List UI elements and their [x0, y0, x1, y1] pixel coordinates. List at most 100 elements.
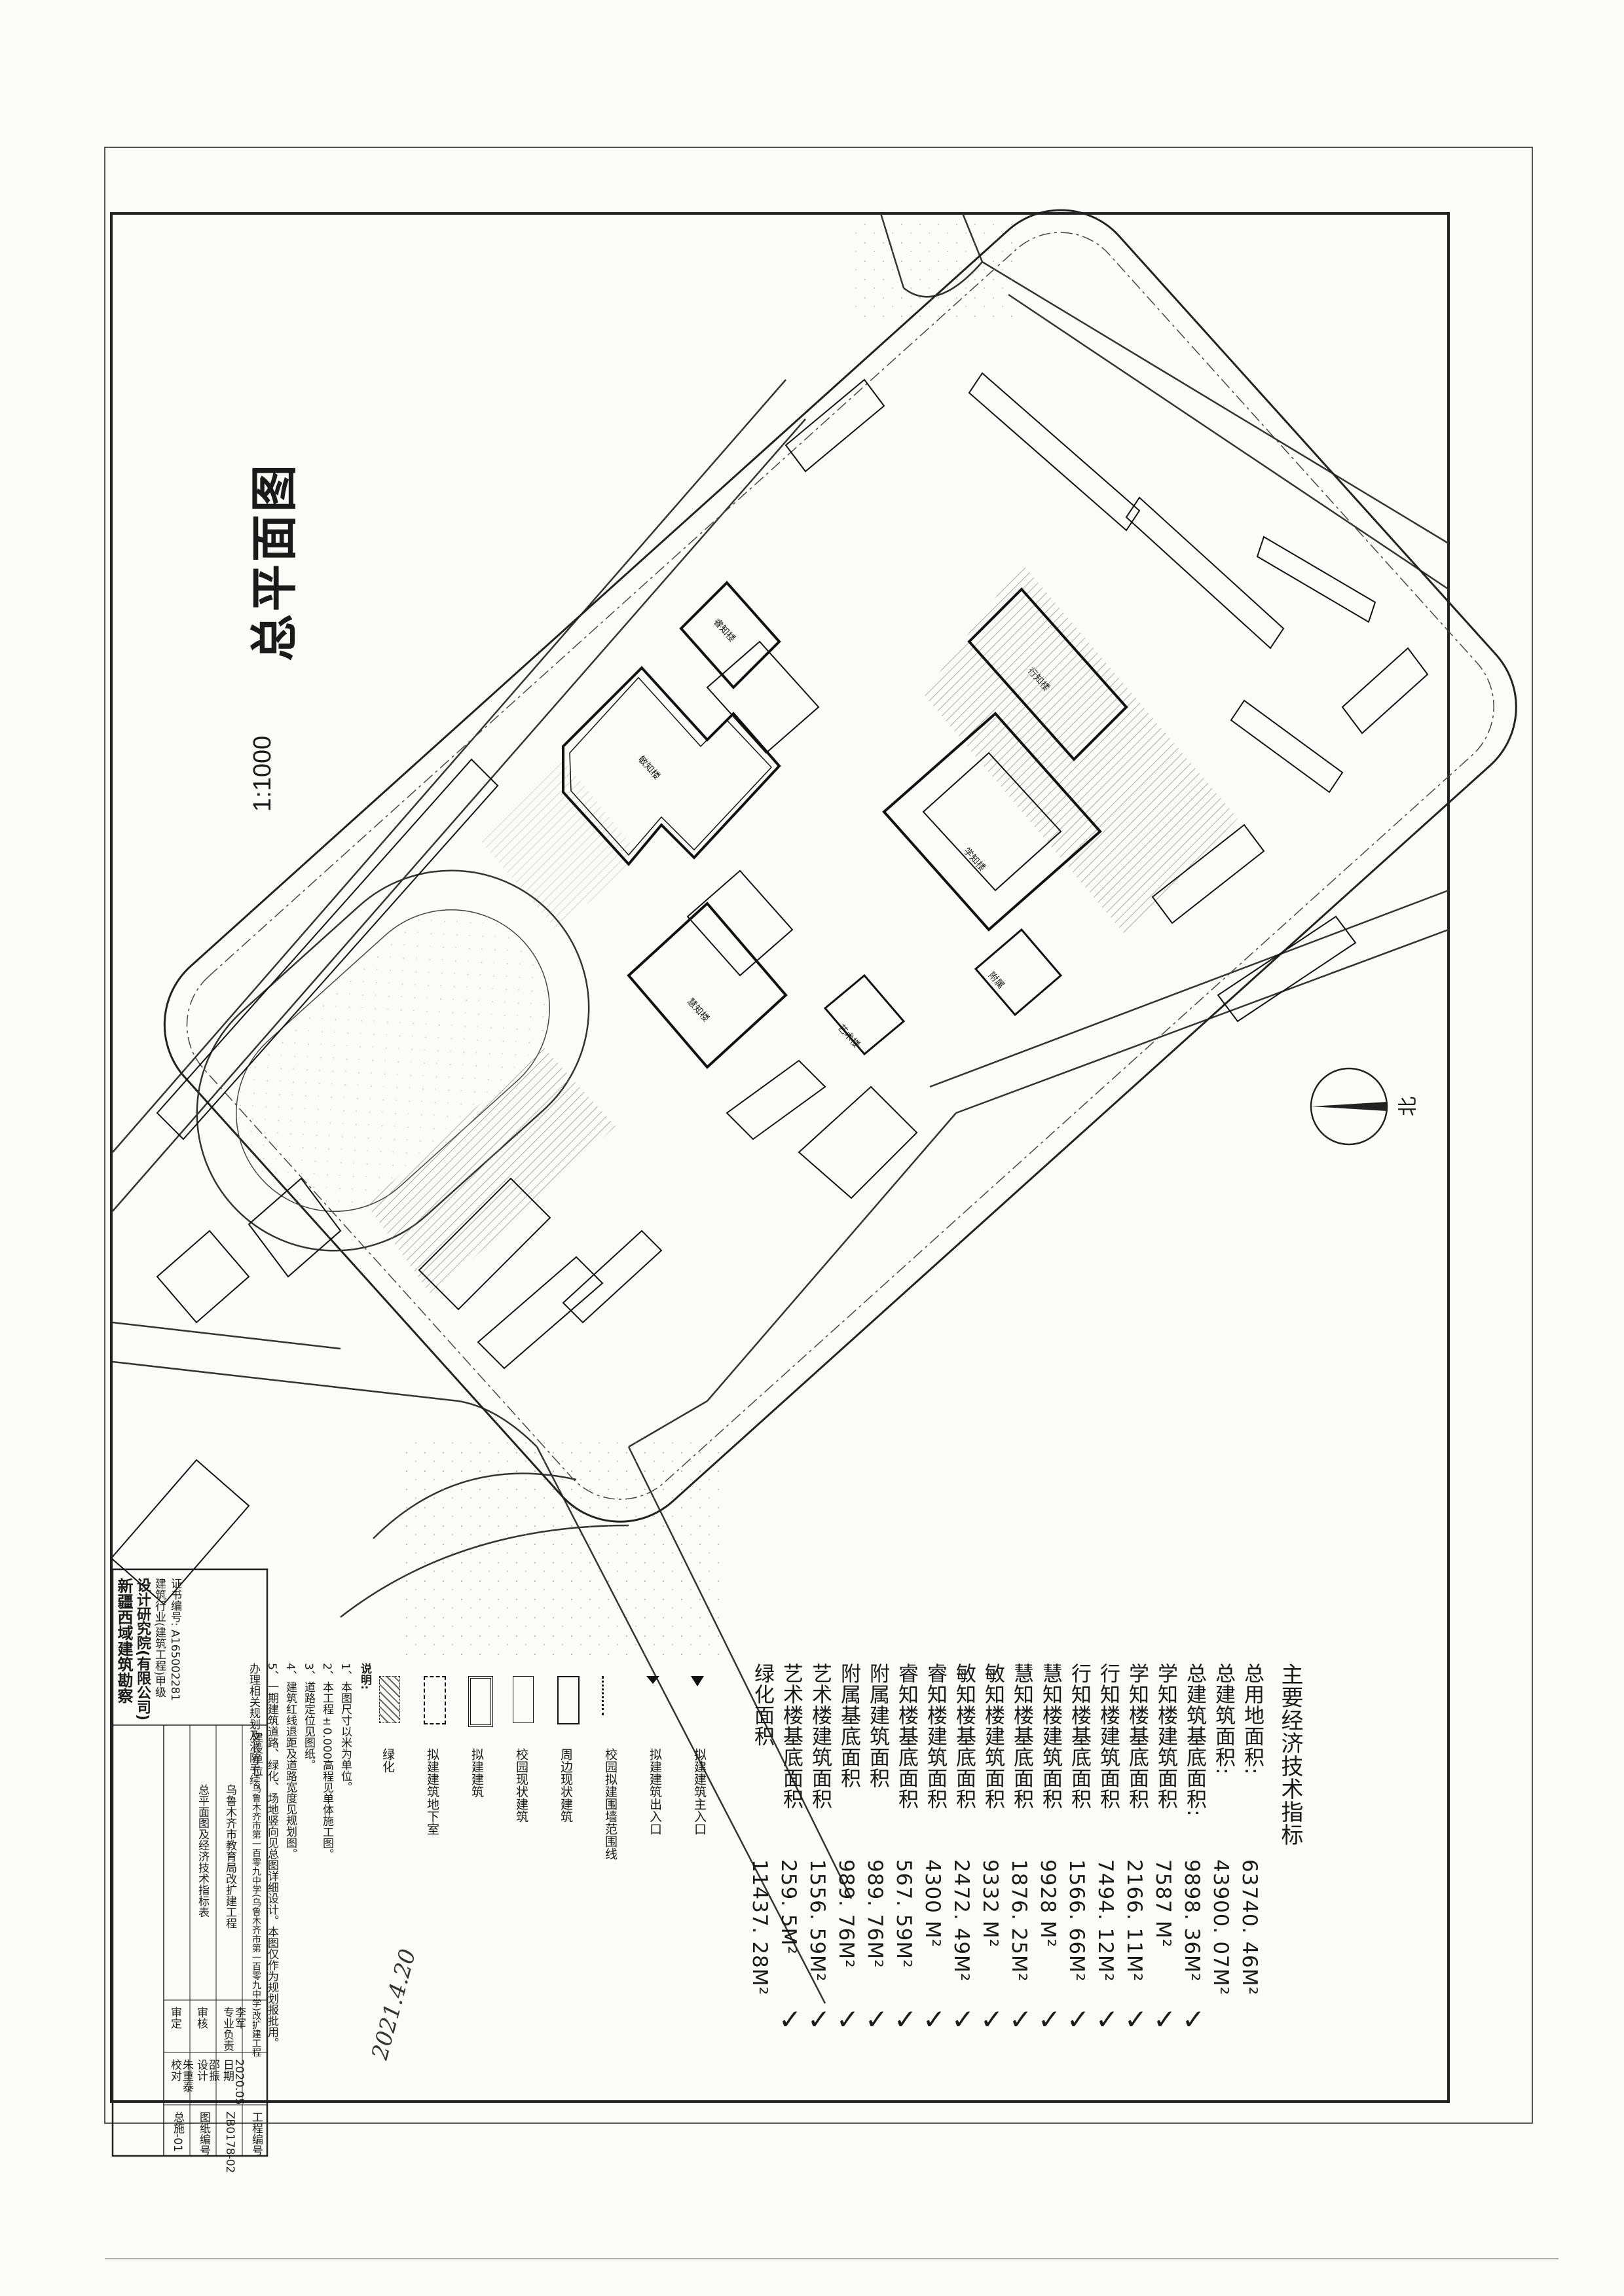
sheet-outer-frame: [104, 147, 1533, 2124]
legend-symbol-icon: [424, 1676, 446, 1724]
stats-line: 学知楼建筑面积: [1154, 1663, 1177, 1810]
title-block-grid: [111, 1568, 268, 2157]
checkmark-icon: ✓: [1062, 2003, 1094, 2036]
sheet-no: 总施-01: [171, 2111, 184, 2152]
checkmark-icon: ✓: [1033, 2003, 1065, 2036]
title-field-label: 校对: [168, 2059, 181, 2081]
note-line: 办理相关规划及消防手续。: [247, 1663, 260, 1796]
stats-value: 7587 M²: [1151, 1859, 1175, 1948]
project-label: 建设单位: [249, 1732, 263, 1776]
project-no: ZB0178-02: [223, 2111, 236, 2174]
note-line: 2、本工程±0.000高程见单体施工图。: [320, 1663, 333, 1860]
legend-label: 绿化: [380, 1748, 395, 1773]
stats-line: 睿知楼基底面积: [895, 1663, 918, 1810]
legend-symbol-icon: [557, 1676, 580, 1724]
drawing-scale: 1:1000: [249, 735, 276, 812]
license-line-1: 建筑行业(建筑工程)甲级: [153, 1578, 166, 1698]
company-name: 新疆西域建筑勘察: [115, 1578, 133, 1704]
stats-line: 敏知楼基底面积: [952, 1663, 976, 1810]
title-block: 新疆西域建筑勘察 设计研究院(有限公司) 建筑行业(建筑工程)甲级 证书编号: …: [111, 1568, 674, 2173]
sheet-no-label: 图纸编号: [197, 2111, 210, 2156]
project-sub: 乌鲁木齐市教育局改扩建工程: [223, 1784, 236, 1929]
stats-value: 4300 M²: [921, 1859, 944, 1948]
title-field-value: 李军: [232, 2007, 246, 2029]
stats-value: 989. 76M²: [863, 1859, 887, 1969]
stats-line: 总用地面积:: [1240, 1663, 1264, 1776]
checkmark-icon: ✓: [803, 2003, 835, 2036]
north-arrow: [1310, 1067, 1388, 1146]
legend-symbol-icon: [602, 1676, 605, 1715]
checkmark-icon: ✓: [860, 2003, 893, 2036]
drawing-title: 总平面图: [246, 462, 302, 661]
title-field-label: 审核: [194, 2007, 208, 2029]
stats-value: 9928 M²: [1036, 1859, 1060, 1948]
notes-heading: 说明:: [358, 1663, 371, 1690]
checkmark-icon: ✓: [774, 2003, 806, 2036]
checkmark-icon: ✓: [1149, 2003, 1181, 2036]
stats-value: 989. 76M²: [834, 1859, 858, 1969]
legend-symbol-icon: [379, 1676, 400, 1723]
stats-value: 43900. 07M²: [1209, 1859, 1232, 1995]
note-line: 4、建筑红线退距及道路宽度见规划图。: [284, 1663, 297, 1859]
stats-line: 学知楼基底面积: [1125, 1663, 1149, 1810]
campus-boundary: [163, 209, 1517, 1523]
stats-value: 2166. 11M²: [1122, 1859, 1146, 1982]
title-field-label: 日期: [221, 2059, 234, 2081]
checkmark-icon: ✓: [889, 2003, 921, 2036]
green-areas: [367, 563, 1238, 1296]
checkmark-icon: ✓: [918, 2003, 950, 2036]
stats-line: 慧知楼基底面积: [1010, 1663, 1033, 1810]
legend-label: 拟建建筑地下室: [425, 1748, 439, 1835]
stats-value: 259. 5M²: [777, 1859, 800, 1955]
legend-symbol-icon: [468, 1676, 493, 1727]
stats-value: 2472. 49M²: [950, 1859, 973, 1982]
stats-value: 7494. 12M²: [1094, 1859, 1117, 1982]
drawing-frame: [110, 212, 1450, 2103]
legend-symbol-icon: [691, 1676, 704, 1686]
title-field-value: 朱重泰: [180, 2059, 193, 2092]
checkmark-icon: ✓: [1091, 2003, 1123, 2036]
title-field-value: 2020.05: [232, 2059, 246, 2105]
legend-label: 拟建建筑主入口: [692, 1748, 707, 1835]
license-line-2: 证书编号: A165002281: [168, 1578, 181, 1702]
stats-value: 9898. 36M²: [1180, 1859, 1204, 1982]
stats-value: 9332 M²: [978, 1859, 1002, 1948]
title-field-label: 设计: [194, 2059, 208, 2081]
note-line: 5、一期建筑道路、绿化、场地竖向见总图详细设计。本图仅作为规划报批用。: [265, 1663, 278, 2049]
checkmark-icon: ✓: [1177, 2003, 1209, 2036]
checkmark-icon: ✓: [976, 2003, 1008, 2036]
legend-label: 拟建建筑: [470, 1748, 484, 1798]
checkmark-icon: ✓: [1005, 2003, 1037, 2036]
stats-line: 附属建筑面积: [866, 1663, 889, 1789]
legend-label: 校园现状建筑: [514, 1748, 528, 1823]
stats-line: 行知楼建筑面积: [1096, 1663, 1120, 1810]
stats-line: 行知楼基底面积: [1067, 1663, 1091, 1810]
title-field-label: 审定: [168, 2007, 181, 2029]
stats-value: 1566. 66M²: [1065, 1859, 1088, 1982]
note-line: 1、本图尺寸以米为单位。: [339, 1663, 352, 1793]
stats-line: 总建筑基底面积:: [1183, 1663, 1206, 1817]
north-label: 北: [1397, 1097, 1420, 1116]
buildings: [110, 372, 1429, 1605]
stats-value: 567. 59M²: [892, 1859, 915, 1969]
stats-line: 总建筑面积:: [1211, 1663, 1235, 1776]
stats-value: 1556. 59M²: [805, 1859, 829, 1982]
note-line: 3、道路定位见图纸。: [302, 1663, 315, 1770]
stats-line: 敏知楼建筑面积: [981, 1663, 1005, 1810]
legend-symbol-icon: [513, 1676, 534, 1723]
company-name-2: 设计研究院(有限公司): [134, 1578, 151, 1721]
stats-line: 睿知楼建筑面积: [923, 1663, 947, 1810]
stats-heading: 主要经济技术指标: [1277, 1663, 1303, 1846]
stats-value: 11437. 28M²: [748, 1859, 771, 1995]
legend-label: 校园拟建围墙范围线: [603, 1748, 618, 1860]
drawing-name: 总平面图及经济技术指标表: [196, 1784, 209, 1918]
stats-line: 附属基底面积: [837, 1663, 860, 1789]
stats-value: 63740. 46M²: [1238, 1859, 1261, 1995]
legend-symbol-icon: [646, 1676, 659, 1684]
legend-label: 拟建建筑出入口: [648, 1748, 662, 1835]
stats-line: 慧知楼建筑面积: [1039, 1663, 1062, 1810]
title-field-label: 专业负责: [221, 2007, 234, 2051]
stats-line: 艺术楼建筑面积: [808, 1663, 832, 1810]
stats-line: 艺术楼基底面积: [779, 1663, 803, 1810]
legend-label: 周边现状建筑: [559, 1748, 573, 1823]
